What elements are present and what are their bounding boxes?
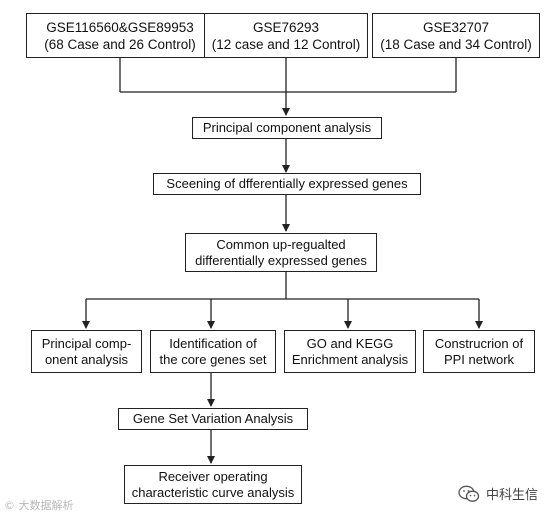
common-label-line1: Common up-regualted xyxy=(216,236,346,252)
screening-label: Sceening of dfferentially expressed gene… xyxy=(166,176,408,191)
pca-box: Principal component analysis xyxy=(192,117,382,139)
dataset-name: GSE32707 xyxy=(422,19,490,35)
dataset-samples: (18 Case and 34 Control) xyxy=(380,36,532,52)
gsva-box: Gene Set Variation Analysis xyxy=(118,408,308,430)
watermark-right: 中科生信 xyxy=(458,484,538,503)
branch-box-ppi: Construcrion of PPI network xyxy=(423,330,535,373)
branch-label-line2: PPI network xyxy=(443,351,515,367)
roc-label-line2: characteristic curve analysis xyxy=(131,484,295,500)
roc-box: Receiver operating characteristic curve … xyxy=(124,465,302,504)
pca-label: Principal component analysis xyxy=(202,120,372,135)
dataset-box-gse32707: GSE32707 (18 Case and 34 Control) xyxy=(372,13,540,58)
wechat-icon xyxy=(458,485,480,502)
branch-box-core-genes: Identification of the core genes set xyxy=(150,330,276,373)
screening-box: Sceening of dfferentially expressed gene… xyxy=(153,173,421,195)
branch-label-line1: Identification of xyxy=(169,335,257,351)
common-label-line2: differentially expressed genes xyxy=(195,252,367,268)
common-degs-box: Common up-regualted differentially expre… xyxy=(185,233,377,272)
dataset-box-gse116560-gse89953: GSE116560&GSE89953 (68 Case and 26 Contr… xyxy=(26,13,214,58)
branch-label-line2: Enrichment analysis xyxy=(291,351,409,367)
branch-box-go-kegg: GO and KEGG Enrichment analysis xyxy=(284,330,416,373)
watermark-right-text: 中科生信 xyxy=(486,488,539,503)
gsva-label: Gene Set Variation Analysis xyxy=(132,411,294,426)
branch-label-line2: the core genes set xyxy=(159,351,267,367)
branch-label-line1: Construcrion of xyxy=(434,335,524,351)
branch-label-line2: onent analysis xyxy=(44,351,129,367)
dataset-box-gse76293: GSE76293 (12 case and 12 Control) xyxy=(204,13,368,58)
dataset-name: GSE116560&GSE89953 xyxy=(46,19,194,35)
watermark-left: © 大数据解析 xyxy=(4,499,74,512)
dataset-samples: (12 case and 12 Control) xyxy=(211,36,361,52)
dataset-name: GSE76293 xyxy=(252,19,320,35)
branch-label-line1: GO and KEGG xyxy=(306,335,394,351)
branch-box-pca: Principal comp- onent analysis xyxy=(31,330,142,373)
dataset-samples: (68 Case and 26 Control) xyxy=(44,36,196,52)
roc-label-line1: Receiver operating xyxy=(158,468,268,484)
branch-label-line1: Principal comp- xyxy=(41,335,132,351)
